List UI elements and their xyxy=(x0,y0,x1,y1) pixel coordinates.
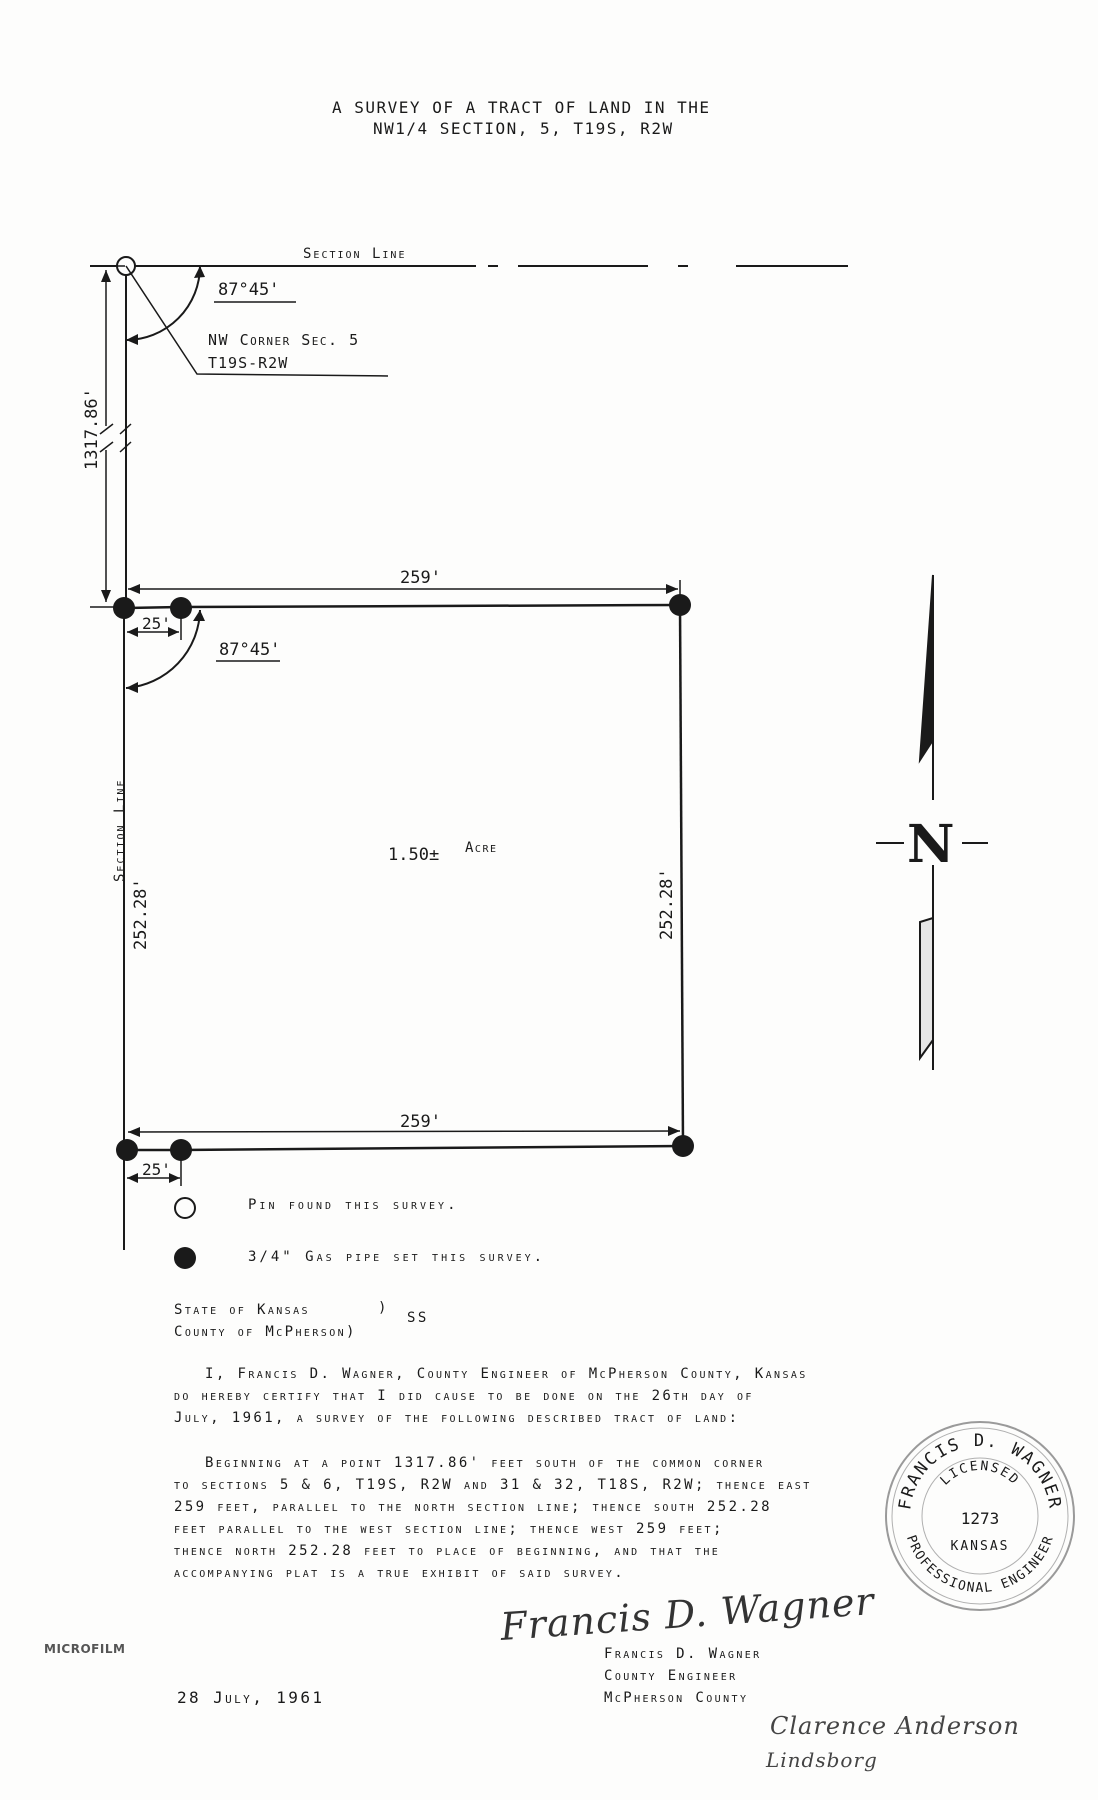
survey-date: 28 July, 1961 xyxy=(177,1688,325,1707)
area-unit: Acre xyxy=(465,840,498,856)
angle-top-label: 87°45' xyxy=(218,280,279,300)
pipe-se xyxy=(672,1135,694,1157)
handwritten-name: Clarence Anderson xyxy=(770,1712,1020,1740)
certificate-line-3: July, 1961, a survey of the following de… xyxy=(174,1410,740,1426)
legend-pin-found: Pin found this survey. xyxy=(248,1197,459,1213)
plat-drawing: Section Line Section Line 87°45' NW Corn… xyxy=(82,246,988,1269)
svg-text:LICENSED: LICENSED xyxy=(938,1459,1023,1489)
area-value: 1.50± xyxy=(388,845,439,865)
description-line-6: accompanying plat is a true exhibit of s… xyxy=(174,1565,626,1581)
west-section-line xyxy=(123,275,127,1250)
angle-arc-lower xyxy=(125,609,201,689)
venue-paren: ) xyxy=(378,1300,389,1316)
venue-state: State of Kansas xyxy=(174,1302,310,1318)
offset-distance-label: 1317.86' xyxy=(82,388,102,470)
north-arrow-label: N xyxy=(907,814,955,875)
handwritten-town: Lindsborg xyxy=(766,1748,878,1772)
north-arrow xyxy=(876,574,988,1070)
venue-ss: SS xyxy=(407,1310,429,1326)
legend-gas-pipe: 3/4" Gas pipe set this survey. xyxy=(248,1249,546,1265)
svg-text:1273: 1273 xyxy=(961,1509,1000,1528)
north-width-label: 259' xyxy=(400,568,441,588)
pipe-ne xyxy=(669,594,691,616)
title-line-2: NW1/4 SECTION, 5, T19S, R2W xyxy=(373,119,674,138)
title-line-1: A SURVEY OF A TRACT OF LAND IN THE xyxy=(332,98,711,117)
svg-text:KANSAS: KANSAS xyxy=(951,1539,1010,1554)
offset-bottom-label: 25' xyxy=(142,1160,171,1179)
pipe-n-25 xyxy=(170,597,192,619)
nw-corner-label-line1: NW Corner Sec. 5 xyxy=(208,331,360,349)
offset-top-label: 25' xyxy=(142,614,171,633)
description-line-5: thence north 252.28 feet to place of beg… xyxy=(174,1543,721,1559)
description-line-3: 259 feet, parallel to the north section … xyxy=(174,1499,772,1515)
legend-open-circle-symbol xyxy=(174,1197,196,1219)
pipe-s-25 xyxy=(170,1139,192,1161)
certificate-line-2: do hereby certify that I did cause to be… xyxy=(174,1388,754,1404)
pipe-sw xyxy=(116,1139,138,1161)
legend-filled-circle-symbol xyxy=(174,1247,196,1269)
west-depth-label: 252.28' xyxy=(131,878,151,950)
pipe-nw xyxy=(113,597,135,619)
certificate-line-1: I, Francis D. Wagner, County Engineer of… xyxy=(205,1366,808,1382)
signature-name: Francis D. Wagner xyxy=(604,1646,762,1662)
south-width-label: 259' xyxy=(400,1112,441,1132)
signature-county: McPherson County xyxy=(604,1690,749,1706)
east-depth-label: 252.28' xyxy=(657,868,677,940)
engineer-signature: Francis D. Wagner xyxy=(498,1578,876,1650)
angle-lower-label: 87°45' xyxy=(219,640,280,660)
signature-title: County Engineer xyxy=(604,1668,738,1684)
section-line-left-label: Section Line xyxy=(112,779,128,882)
venue-county: County of McPherson) xyxy=(174,1324,357,1340)
nw-corner-label-line2: T19S-R2W xyxy=(208,354,288,372)
angle-arc-top xyxy=(125,265,201,341)
description-line-1: Beginning at a point 1317.86' feet south… xyxy=(205,1455,765,1471)
engineer-seal: FRANCIS D. WAGNER PROFESSIONAL ENGINEER … xyxy=(885,1421,1075,1611)
description-line-4: feet parallel to the west section line; … xyxy=(174,1521,724,1537)
description-line-2: to sections 5 & 6, T19S, R2W and 31 & 32… xyxy=(174,1477,812,1493)
section-line-top-label: Section Line xyxy=(303,246,406,262)
tract-boundary xyxy=(125,603,685,1152)
microfilm-stamp: MICROFILM xyxy=(44,1642,126,1656)
